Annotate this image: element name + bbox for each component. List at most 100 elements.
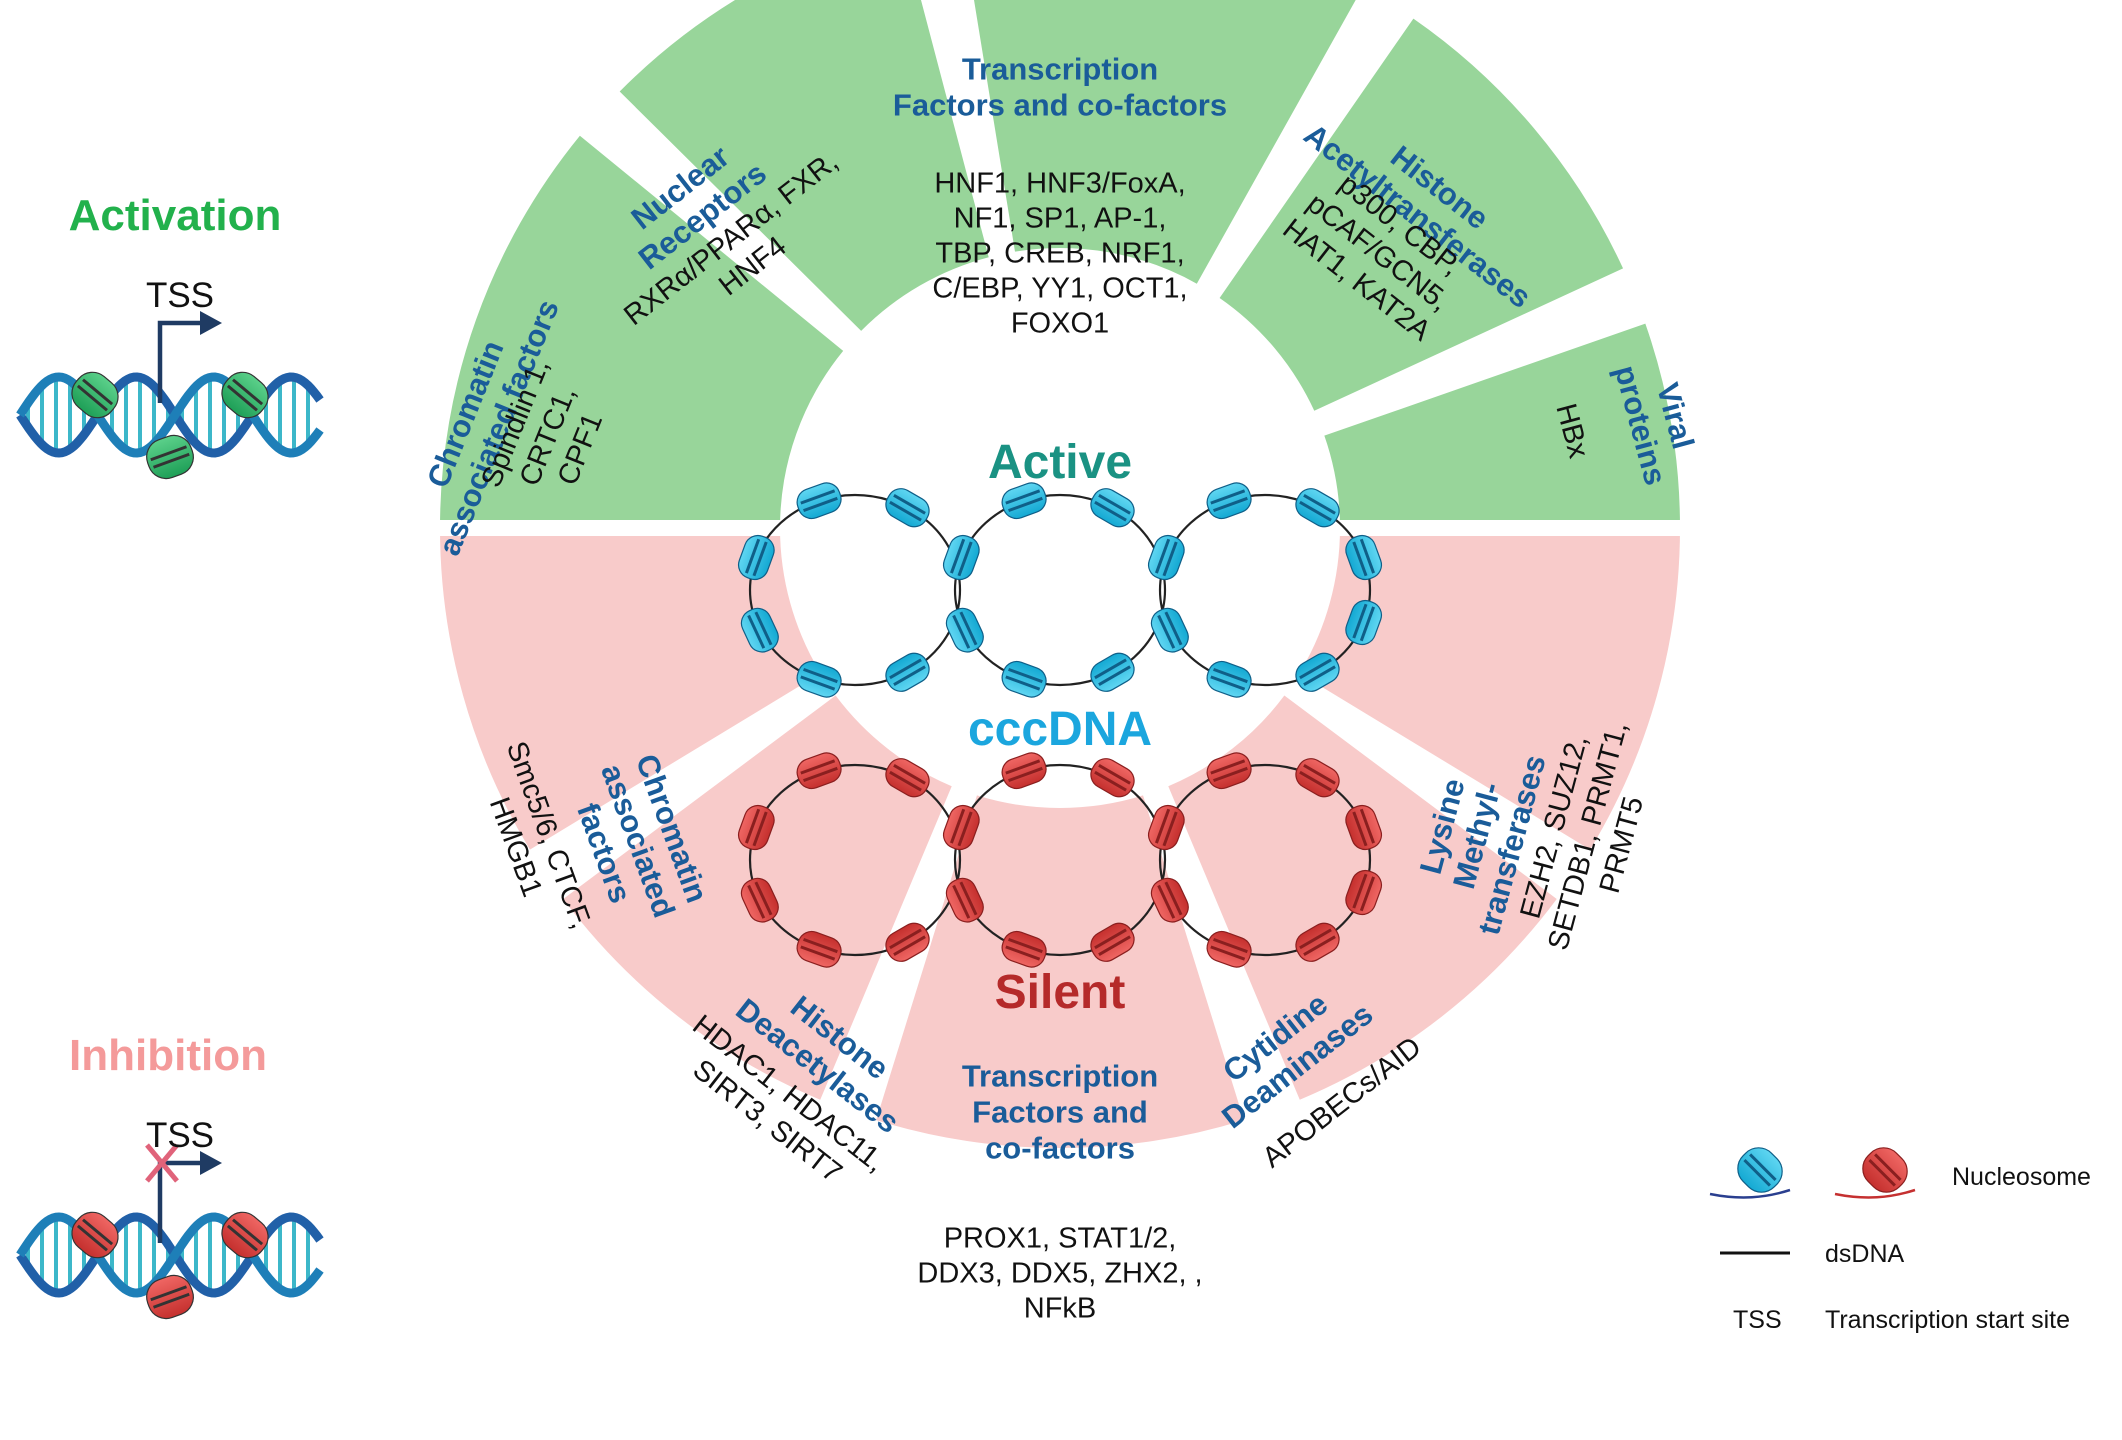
activation-dna-helix: TSS: [16, 276, 324, 480]
activation-nucleosome-2: [146, 434, 194, 480]
activation-strand-b: [16, 372, 324, 458]
active-nucleosome-18: [1206, 660, 1252, 698]
inhibition-nucleosome-0: [71, 1211, 119, 1259]
cccdna-center: Active cccDNA Silent: [737, 436, 1383, 1019]
activation-segment-3: [1219, 18, 1624, 411]
legend: Nucleosome dsDNA TSS Transcription start si…: [1709, 1147, 2091, 1334]
activation-segment-0: [440, 135, 844, 528]
cccdna-label: cccDNA: [968, 703, 1152, 756]
inhibition-dna-helix: TSS: [16, 1116, 324, 1320]
activation-segment-1: [619, 0, 989, 331]
silent-nucleosome-6: [942, 804, 980, 851]
activation-segment-body-2-line: TBP, CREB, NRF1,: [935, 237, 1184, 269]
active-nucleosome-7: [1001, 482, 1047, 520]
activation-nucleosome-0: [71, 371, 119, 419]
inhibition-segment-title-2-line: Transcription: [962, 1059, 1158, 1094]
inhibition-segment-body-2-line: NFkB: [1024, 1292, 1097, 1324]
activation-tss-arrow: [157, 320, 205, 403]
legend-nucleosome-label: Nucleosome: [1952, 1163, 2091, 1191]
active-nucleosome-1: [796, 482, 842, 520]
activation-segment-2: [974, 0, 1356, 284]
silent-nucleosome-9: [1090, 922, 1135, 962]
legend-tss-abbrev: TSS: [1733, 1306, 1782, 1334]
legend-nucleosome-blue: [1737, 1147, 1783, 1193]
active-nucleosome-0: [737, 534, 775, 581]
active-nucleosome-8: [1090, 488, 1135, 528]
silent-nucleosome-0: [737, 804, 775, 851]
svg-text:HNF1, HNF3/FoxA,NF1, SP1, AP-1: HNF1, HNF3/FoxA,NF1, SP1, AP-1,TBP, CREB…: [932, 167, 1187, 339]
inhibition-strand-b: [16, 1212, 324, 1298]
activation-nucleosome-1: [221, 371, 269, 419]
inhibition-nucleosome-2: [146, 1274, 194, 1320]
silent-nucleosome-19: [1150, 877, 1189, 923]
silent-nucleosome-4: [796, 930, 842, 968]
silent-nucleosome-18: [1206, 930, 1252, 968]
legend-nucleosome-red: [1862, 1147, 1908, 1193]
active-nucleosome-15: [1345, 534, 1383, 581]
silent-nucleosome-16: [1345, 869, 1383, 916]
inhibition-segment-title-2-line: Factors and: [972, 1095, 1148, 1130]
legend-tss-label: Transcription start site: [1825, 1306, 2070, 1334]
inhibition-tss-arrowhead: [200, 1151, 222, 1175]
active-nucleosome-17: [1295, 652, 1340, 692]
inhibition-segment-body-2-line: DDX3, DDX5, ZHX2, ,: [917, 1257, 1202, 1289]
active-nucleosome-9: [1090, 652, 1135, 692]
silent-nucleosome-2: [885, 758, 930, 798]
silent-nucleosome-1: [796, 752, 842, 790]
inhibition-segment-0: [1299, 528, 1680, 850]
activation-label: Activation: [69, 191, 282, 240]
silent-nucleosome-15: [1345, 804, 1383, 851]
silent-nucleosome-7: [1001, 752, 1047, 790]
active-nucleosome-6: [942, 534, 980, 581]
activation-segment-body-2: HNF1, HNF3/FoxA,NF1, SP1, AP-1,TBP, CREB…: [932, 167, 1187, 339]
active-nucleosome-3: [885, 652, 930, 692]
inhibition-block-mark: [145, 1143, 179, 1183]
activation-strand-a: [16, 372, 324, 458]
legend-dna-blue: [1709, 1188, 1791, 1199]
inhibition-tss-label: TSS: [146, 1116, 214, 1155]
active-nucleosome-5: [740, 607, 779, 653]
activation-segment-title-2-line: Transcription: [962, 52, 1158, 87]
active-label: Active: [988, 436, 1132, 489]
silent-nucleosome-17: [1295, 922, 1340, 962]
inhibition-tss-arrow: [157, 1160, 205, 1243]
silent-label: Silent: [995, 966, 1126, 1019]
activation-segment-body-2-line: HNF1, HNF3/FoxA,: [934, 167, 1185, 199]
activation-tss-arrowhead: [200, 311, 222, 335]
inhibition-strand-a: [16, 1212, 324, 1298]
active-nucleosome-19: [1150, 607, 1189, 653]
active-nucleosome-13: [1206, 482, 1252, 520]
active-nucleosome-12: [1147, 534, 1185, 581]
silent-chromatin: [737, 752, 1383, 968]
active-nucleosome-2: [885, 488, 930, 528]
active-nucleosome-4: [796, 660, 842, 698]
active-nucleosome-10: [1001, 660, 1047, 698]
inhibition-label: Inhibition: [69, 1031, 267, 1080]
active-nucleosome-11: [945, 607, 984, 653]
inhibition-segment-body-2: PROX1, STAT1/2,DDX3, DDX5, ZHX2, ,NFkB: [917, 1222, 1202, 1324]
inhibition-segment-4: [440, 528, 821, 850]
legend-dna-red: [1834, 1188, 1916, 1199]
inhibition-segment-body-2-line: PROX1, STAT1/2,: [944, 1222, 1177, 1254]
activation-segment-body-2-line: NF1, SP1, AP-1,: [954, 202, 1167, 234]
activation-tss-label: TSS: [146, 276, 214, 315]
activation-segment-body-2-line: FOXO1: [1011, 307, 1109, 339]
silent-nucleosome-11: [945, 877, 984, 923]
silent-nucleosome-5: [740, 877, 779, 923]
active-nucleosome-14: [1295, 488, 1340, 528]
silent-nucleosome-12: [1147, 804, 1185, 851]
activation-segment-4: [1324, 323, 1680, 528]
inhibition-nucleosome-1: [221, 1211, 269, 1259]
silent-nucleosome-8: [1090, 758, 1135, 798]
legend-dsdna-label: dsDNA: [1825, 1240, 1905, 1268]
active-nucleosome-16: [1345, 599, 1383, 646]
svg-text:PROX1, STAT1/2,DDX3, DDX5, ZHX: PROX1, STAT1/2,DDX3, DDX5, ZHX2, ,NFkB: [917, 1222, 1202, 1324]
inhibition-segment-title-2-line: co-factors: [985, 1131, 1135, 1166]
